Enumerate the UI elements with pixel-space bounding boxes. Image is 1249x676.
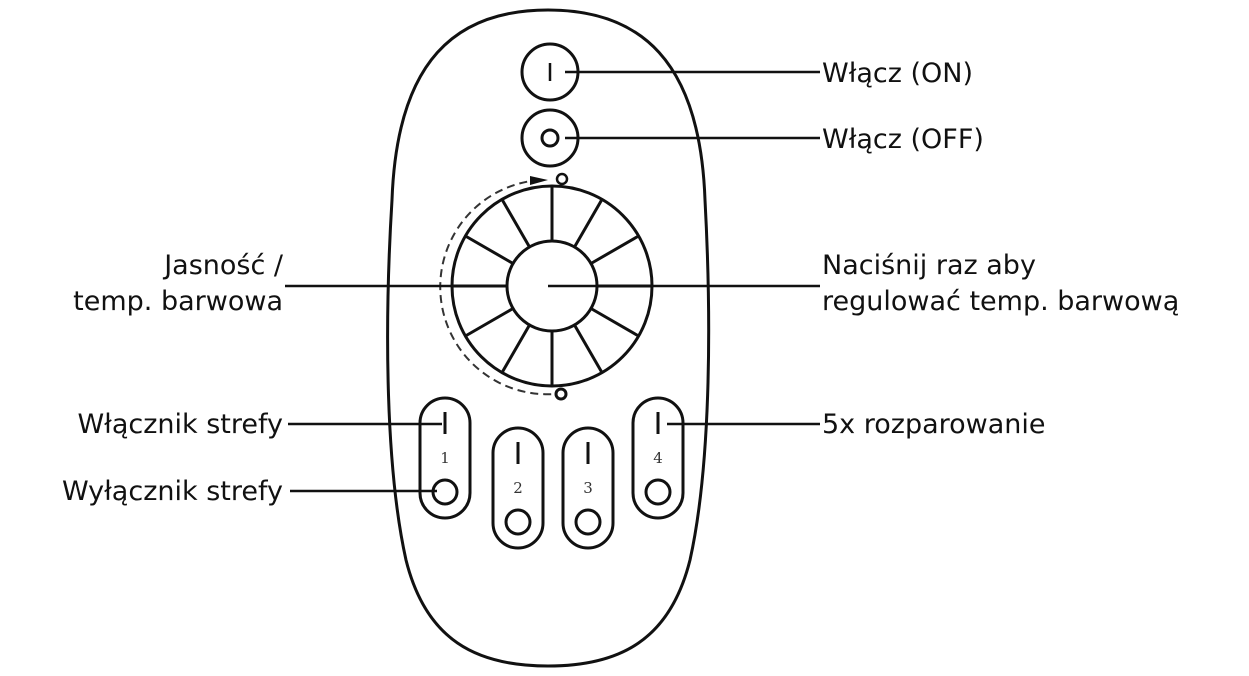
zone-1-group: 1 [418,396,472,520]
zone-4-off-button[interactable] [644,478,672,506]
label-press-1: Naciśnij raz aby [822,250,1036,281]
wheel-segment[interactable] [590,307,640,338]
plus-icon [555,172,569,186]
zone-2-off-button[interactable] [504,508,532,536]
minus-icon [554,387,568,401]
zone-2-group: 2 [491,426,545,550]
off-button[interactable] [520,108,580,168]
label-zone-on: Włącznik strefy [77,409,283,440]
zone-number: 2 [513,479,523,497]
zone-3-group: 3 [561,426,615,550]
zone-number: 3 [583,479,593,497]
label-off: Włącz (OFF) [822,124,984,155]
wheel-segment[interactable] [464,234,514,265]
label-unpair: 5x rozparowanie [822,409,1046,440]
remote-body [386,8,711,668]
label-brightness-2: temp. barwowa [73,286,283,317]
label-press-2: regulować temp. barwową [822,286,1179,317]
wheel-segment[interactable] [573,324,604,374]
wheel-segment[interactable] [500,324,531,374]
zone-4-group: 4 [631,396,685,520]
wheel-segment[interactable] [500,198,531,248]
zone-number: 4 [653,449,663,467]
label-brightness-1: Jasność / [162,250,284,281]
zone-number: 1 [440,449,450,467]
label-on: Włącz (ON) [822,58,973,89]
zone-3-off-button[interactable] [574,508,602,536]
wheel-segment[interactable] [464,307,514,338]
label-zone-off: Wyłącznik strefy [62,476,283,507]
arrow-icon [530,176,548,185]
wheel-segment[interactable] [573,198,604,248]
wheel-segment[interactable] [590,234,640,265]
rotation-arc [439,179,556,396]
